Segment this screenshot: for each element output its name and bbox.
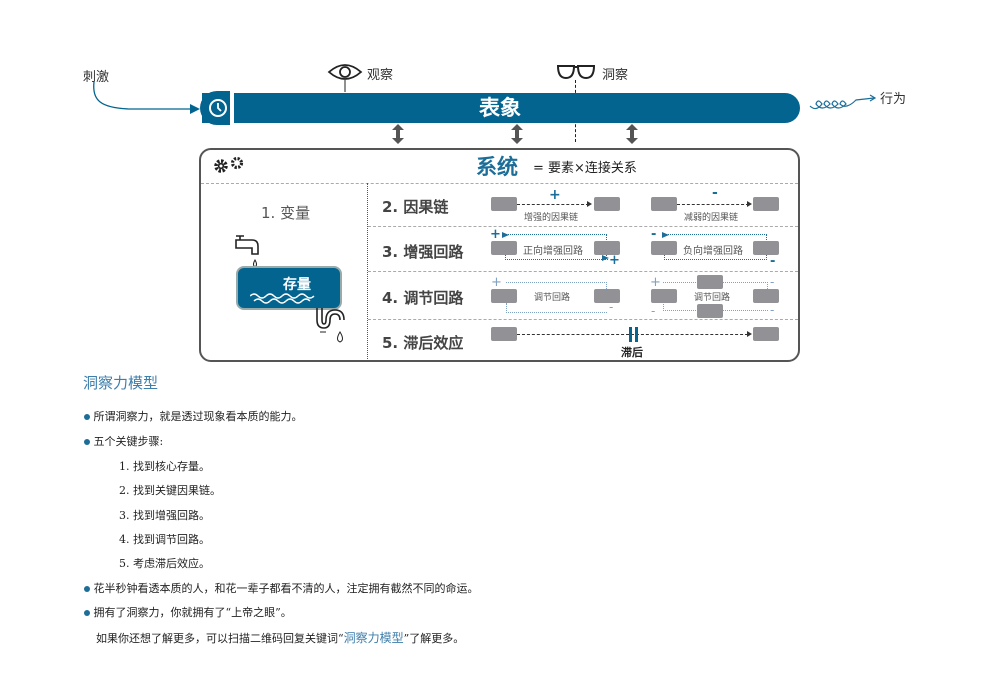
node-box — [697, 275, 723, 289]
bullet-item: 拥有了洞察力，你就拥有了“上帝之眼”。 — [84, 604, 292, 620]
bar-cap — [200, 91, 234, 125]
node-box — [651, 289, 677, 303]
node-box — [491, 327, 517, 341]
system-title: 系统 — [476, 155, 518, 179]
stock-tank — [236, 266, 342, 310]
eye-icon — [327, 64, 363, 92]
delay-caption: 滞后 — [621, 346, 643, 359]
node-box — [594, 289, 620, 303]
stock-label: 存量 — [283, 277, 311, 293]
arrow-head-icon — [602, 255, 609, 261]
node-box — [594, 197, 620, 211]
updown-arrow-icon — [392, 124, 404, 144]
arrow-head-icon — [587, 201, 592, 207]
node-box — [491, 241, 517, 255]
gears-icon — [214, 156, 244, 173]
footer-note: 如果你还想了解更多，可以扫描二维码回复关键词“洞察力模型”了解更多。 — [96, 631, 465, 645]
row-delay-label: 5. 滞后效应 — [382, 334, 464, 352]
stimulus-arrow-icon — [93, 81, 200, 114]
positive-sign: + — [491, 275, 502, 290]
loop-line — [506, 282, 607, 293]
row-causal-chain-label: 2. 因果链 — [382, 198, 449, 216]
drain-pipe-icon — [316, 308, 345, 343]
bullet-item: 五个关键步骤: — [84, 433, 163, 449]
delay-mark-icon — [629, 327, 632, 342]
negative-sign: - — [770, 275, 775, 289]
node-box — [697, 304, 723, 318]
surface-bar-title: 表象 — [479, 96, 521, 120]
clock-icon — [209, 99, 227, 117]
bullet-dot-icon — [84, 610, 90, 616]
system-panel — [199, 148, 800, 362]
updown-arrow-icon — [511, 124, 523, 144]
bullet-item: 花半秒钟看透本质的人，和花一辈子都看不清的人，注定拥有截然不同的命运。 — [84, 580, 479, 596]
bullet-item: 所谓洞察力，就是透过现象看本质的能力。 — [84, 408, 303, 424]
dashed-arrow — [517, 204, 589, 205]
system-equation: = 要素×连接关系 — [533, 161, 637, 176]
positive-sign: + — [490, 227, 501, 242]
step-item: 3. 找到增强回路。 — [119, 509, 210, 522]
negative-sign: - — [609, 300, 614, 314]
node-box — [753, 197, 779, 211]
delay-mark-icon — [635, 327, 638, 342]
weakening-chain-caption: 减弱的因果链 — [684, 213, 739, 223]
bullet-dot-icon — [84, 414, 90, 420]
arrow-head-icon — [662, 232, 669, 238]
behavior-squiggle-icon — [809, 94, 877, 110]
negative-sign: - — [651, 304, 656, 318]
divider — [368, 226, 798, 227]
bullet-dot-icon — [84, 586, 90, 592]
updown-arrow-icon — [626, 124, 638, 144]
step-item: 1. 找到核心存量。 — [119, 460, 210, 473]
loop-line — [506, 303, 607, 313]
negative-sign: - — [712, 185, 718, 201]
reinforcing-chain-caption: 增强的因果链 — [524, 213, 579, 223]
positive-sign: + — [650, 275, 661, 290]
footer-keyword: 洞察力模型 — [343, 631, 404, 645]
node-box — [753, 289, 779, 303]
insight-label: 洞察 — [602, 68, 629, 83]
row-variable-label: 1. 变量 — [261, 204, 311, 222]
positive-sign: + — [609, 253, 620, 268]
node-box — [491, 197, 517, 211]
node-box — [594, 241, 620, 255]
dashed-arrow — [517, 334, 748, 335]
divider — [201, 183, 798, 184]
divider — [368, 271, 798, 272]
stimulus-label: 刺激 — [83, 70, 110, 85]
positive-loop-caption: 正向增强回路 — [523, 246, 583, 257]
dashed-arrow — [677, 204, 749, 205]
section-title: 洞察力模型 — [83, 374, 159, 392]
step-item: 2. 找到关键因果链。 — [119, 484, 221, 497]
balancing-loop-caption: 调节回路 — [694, 293, 731, 303]
row-reinforcing-loop-label: 3. 增强回路 — [382, 243, 464, 261]
node-box — [651, 241, 677, 255]
balancing-loop-caption: 调节回路 — [534, 293, 571, 303]
arrow-head-icon — [502, 232, 509, 238]
surface-bar — [202, 93, 800, 123]
node-box — [753, 327, 779, 341]
column-divider — [367, 183, 368, 361]
row-balancing-loop-label: 4. 调节回路 — [382, 289, 464, 307]
step-item: 5. 考虑滞后效应。 — [119, 557, 210, 570]
positive-sign: + — [549, 187, 561, 203]
negative-loop-caption: 负向增强回路 — [683, 246, 743, 257]
step-item: 4. 找到调节回路。 — [119, 533, 210, 546]
arrow-head-icon — [747, 201, 752, 207]
bullet-dot-icon — [84, 439, 90, 445]
glasses-icon — [556, 65, 596, 80]
negative-sign: - — [651, 227, 657, 242]
node-box — [651, 197, 677, 211]
negative-sign: - — [770, 254, 776, 269]
divider — [368, 319, 798, 320]
node-box — [753, 241, 779, 255]
negative-sign: - — [770, 303, 775, 317]
arrow-head-icon — [747, 331, 752, 337]
behavior-label: 行为 — [880, 92, 907, 107]
node-box — [491, 289, 517, 303]
observe-label: 观察 — [367, 68, 394, 83]
water-waves-icon — [250, 293, 315, 304]
